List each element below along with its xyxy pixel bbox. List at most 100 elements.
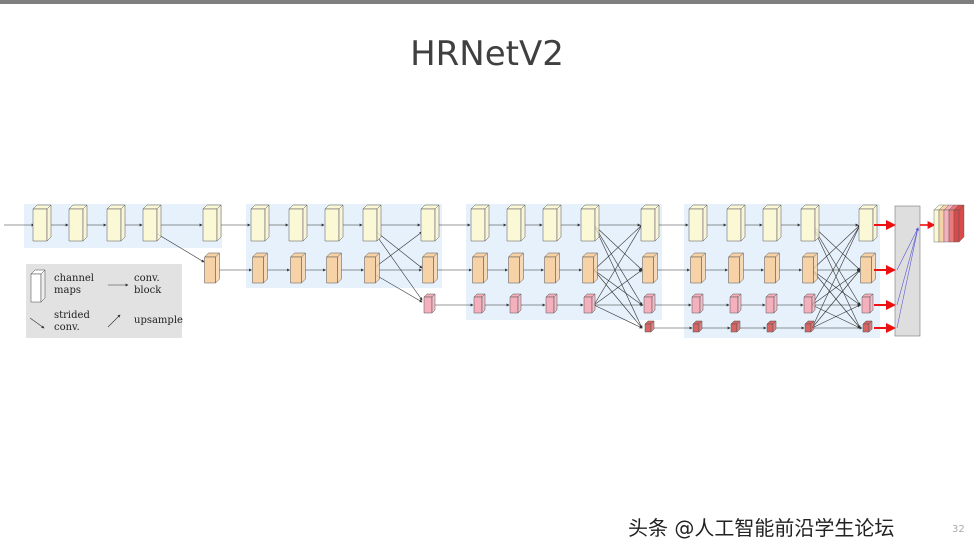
branch1-block-19-side [814, 204, 820, 242]
branch1-block-12-side [520, 204, 526, 242]
branch1-block-15-side [654, 204, 660, 242]
branch1-block-16-side [702, 204, 708, 242]
branch3-block-7-face [691, 296, 701, 314]
branch1-block-3-side [120, 204, 126, 242]
branch2-block-14-face [764, 256, 776, 284]
exchange-s3-12 [593, 304, 643, 329]
branch2-block-12-face [690, 256, 702, 284]
branch4-block-3-side [736, 320, 741, 333]
branch1-block-17-side [740, 204, 746, 242]
branch2-block-5-face [364, 256, 376, 284]
stage-panel-2 [246, 204, 442, 288]
branch1-block-13-side [556, 204, 562, 242]
branch1-block-10-side [434, 204, 440, 242]
branch3-block-6-face [643, 296, 653, 314]
branch1-block-11-side [484, 204, 490, 242]
branch4-block-4-side [772, 320, 777, 333]
branch2-block-15-face [802, 256, 814, 284]
branch3-block-11-face [861, 296, 871, 314]
legend-label-channel-maps: channel maps [54, 273, 94, 296]
branch2-block-10-side [593, 252, 598, 284]
branch3-block-4-face [545, 296, 555, 314]
branch1-block-5-side [216, 204, 222, 242]
branch2-block-6-face [422, 256, 434, 284]
branch2-block-13-face [728, 256, 740, 284]
exchange-s3-8 [593, 269, 643, 329]
branch3-block-2-face [473, 296, 483, 314]
branch2-block-9-face [544, 256, 556, 284]
exchange-s2-3 [373, 273, 423, 303]
branch3-block-5-face [583, 296, 593, 314]
upsample-line-2 [896, 227, 919, 306]
branch1-block-17-face [726, 208, 742, 242]
branch1-block-11-face [470, 208, 486, 242]
branch1-block-7-side [302, 204, 308, 242]
branch4-block-6-side [868, 320, 873, 333]
branch1-block-20-face [858, 208, 874, 242]
branch2-block-8-face [508, 256, 520, 284]
branch3-block-7-side [699, 293, 704, 314]
output-map-4 [948, 209, 955, 243]
exchange-s2-2 [373, 231, 423, 269]
branch2-block-1-side [215, 252, 220, 284]
exchange-s3-10 [593, 269, 643, 306]
branch3-block-6-side [651, 293, 656, 314]
exchange-s3-9 [593, 224, 643, 306]
branch1-block-2-face [68, 208, 84, 242]
branch1-block-6-face [250, 208, 266, 242]
page-number: 32 [952, 524, 965, 535]
branch1-block-2-side [82, 204, 88, 242]
slide-top-border [0, 0, 974, 4]
branch2-block-14-side [775, 252, 780, 284]
legend-label-upsample: upsample [134, 315, 183, 326]
branch1-block-20-side [872, 204, 878, 242]
branch3-block-10-face [803, 296, 813, 314]
branch1-block-9-side [376, 204, 382, 242]
output-map-side [958, 204, 965, 243]
branch1-block-5-face [202, 208, 218, 242]
branch3-block-9-face [765, 296, 775, 314]
branch2-block-8-side [519, 252, 524, 284]
branch1-block-14-side [594, 204, 600, 242]
branch4-block-1-face [644, 323, 652, 333]
legend-channel-map-side [40, 269, 46, 303]
exchange-s3-4 [593, 224, 643, 329]
branch4-block-5-face [804, 323, 812, 333]
branch2-block-7-side [483, 252, 488, 284]
branch3-block-11-side [869, 293, 874, 314]
branch2-block-7-face [472, 256, 484, 284]
branch1-block-1-side [46, 204, 52, 242]
branch1-block-14-face [580, 208, 596, 242]
branch2-block-4-face [326, 256, 338, 284]
branch3-block-8-face [729, 296, 739, 314]
output-map-1 [933, 209, 940, 243]
branch3-block-3-side [517, 293, 522, 314]
branch1-block-9-face [362, 208, 378, 242]
branch1-block-16-face [688, 208, 704, 242]
legend-upsample-arrow [107, 314, 121, 328]
branch2-block-9-side [555, 252, 560, 284]
legend-strided-conv-arrow [29, 317, 45, 329]
upsample-line-3 [896, 227, 919, 329]
branch4-block-2-face [692, 323, 700, 333]
concat-panel [894, 205, 921, 337]
branch2-block-2-face [252, 256, 264, 284]
branch4-block-6-face [862, 323, 870, 333]
branch3-block-2-side [481, 293, 486, 314]
upsample-line-1 [896, 227, 919, 271]
branch4-block-1-side [650, 320, 655, 333]
legend-box [26, 264, 182, 338]
branch1-block-13-face [542, 208, 558, 242]
branch3-block-9-side [773, 293, 778, 314]
branch2-block-4-side [337, 252, 342, 284]
branch1-block-8-face [324, 208, 340, 242]
exchange-s4-10 [811, 224, 861, 329]
branch2-block-16-side [871, 252, 876, 284]
branch2-block-1-face [204, 256, 216, 284]
branch1-block-8-side [338, 204, 344, 242]
branch1-block-3-face [106, 208, 122, 242]
branch1-block-15-face [640, 208, 656, 242]
branch2-block-5-side [375, 252, 380, 284]
slide-title: HRNetV2 [410, 34, 564, 74]
